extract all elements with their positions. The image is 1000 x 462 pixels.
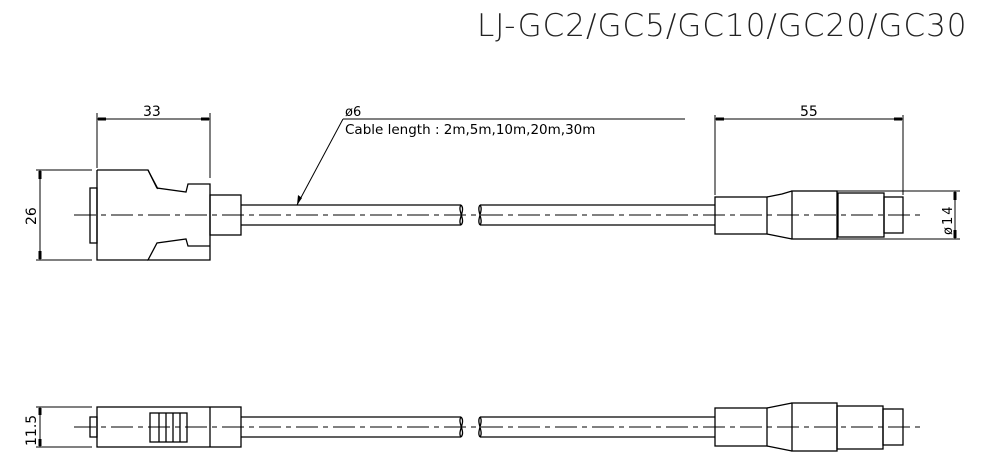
svg-text:Cable length : 2m,5m,10m,20m,: Cable length : 2m,5m,10m,20m,30m [345, 122, 595, 138]
svg-text:33: 33 [143, 104, 161, 120]
dimension-diameter-14: ø14 [941, 191, 957, 239]
svg-text:55: 55 [800, 104, 818, 120]
cable-side [241, 416, 715, 438]
dimension-55: 55 [714, 104, 904, 195]
left-connector-top [89, 169, 242, 261]
right-connector-top [714, 190, 960, 240]
left-connector-side [89, 406, 242, 448]
svg-text:26: 26 [24, 207, 40, 225]
side-view: 11.5 [24, 402, 920, 452]
dimension-26: 26 [24, 169, 92, 261]
right-connector-side [714, 402, 904, 452]
top-view: 33 26 55 ø14 [24, 104, 960, 261]
cable-callout: ø6 Cable length : 2m,5m,10m,20m,30m [296, 105, 685, 206]
svg-text:ø14: ø14 [941, 205, 956, 236]
svg-text:11.5: 11.5 [24, 415, 40, 446]
svg-text:ø6: ø6 [345, 105, 361, 120]
cable-top [241, 204, 715, 226]
drawing-title: LJ-GC2/GC5/GC10/GC20/GC30 [477, 8, 968, 44]
dimension-33: 33 [96, 104, 211, 178]
dimension-11-5: 11.5 [24, 406, 92, 448]
